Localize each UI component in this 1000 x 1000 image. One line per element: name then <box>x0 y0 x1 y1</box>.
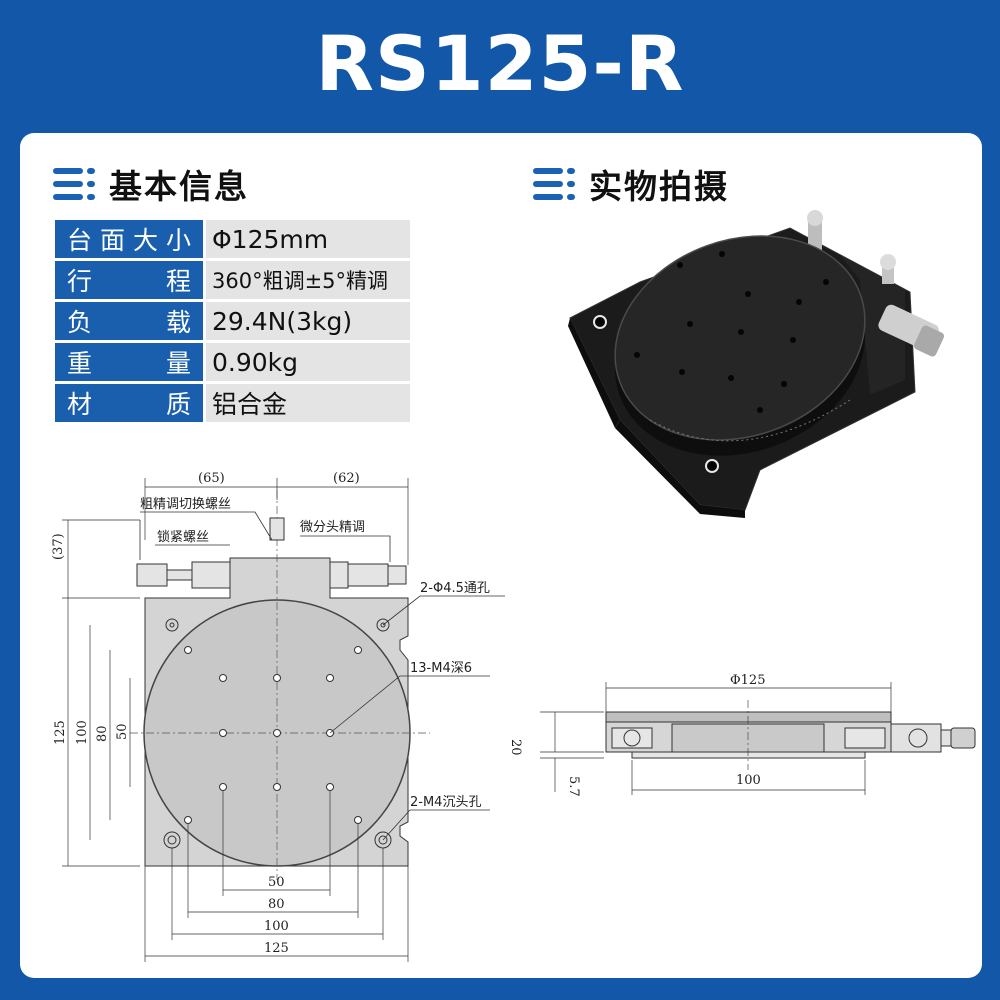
dim-125-vertical: 125 <box>53 720 68 745</box>
spec-key: 材质 <box>55 384 203 422</box>
dim-65: (65) <box>198 471 225 486</box>
label-through-holes: 2-Φ4.5通孔 <box>420 581 490 596</box>
section-photo: 实物拍摄 <box>533 160 729 208</box>
spec-key: 行程 <box>55 261 203 299</box>
spec-row: 材质 铝合金 <box>55 384 410 422</box>
spec-row: 重量 0.90kg <box>55 343 410 381</box>
top-view-drawing <box>62 478 505 962</box>
spec-key: 台面大小 <box>55 220 203 258</box>
spec-value: 29.4N(3kg) <box>203 302 410 340</box>
dim-100-horizontal: 100 <box>264 919 289 934</box>
section-title-basic: 基本信息 <box>109 167 249 206</box>
spec-key: 重量 <box>55 343 203 381</box>
list-icon <box>533 164 575 204</box>
spec-value: 0.90kg <box>203 343 410 381</box>
product-photo <box>568 210 945 518</box>
spec-key: 负载 <box>55 302 203 340</box>
spec-value: Φ125mm <box>203 220 410 258</box>
label-micrometer: 微分头精调 <box>300 520 365 535</box>
page-title: RS125-R <box>315 19 685 108</box>
dim-80-horizontal: 80 <box>268 897 285 912</box>
label-switch-screw: 粗精调切换螺丝 <box>140 497 231 512</box>
dim-50-vertical: 50 <box>115 723 130 740</box>
spec-value: 360°粗调±5°精调 <box>203 261 410 299</box>
side-view-drawing <box>540 682 976 795</box>
spec-row: 行程 360°粗调±5°精调 <box>55 261 410 299</box>
spec-value: 铝合金 <box>203 384 410 422</box>
dim-125-horizontal: 125 <box>264 941 289 956</box>
dim-80-vertical: 80 <box>95 725 110 742</box>
label-lock-screw: 锁紧螺丝 <box>157 529 209 545</box>
spec-row: 台面大小 Φ125mm <box>55 220 410 258</box>
label-m4-holes: 13-M4深6 <box>410 661 472 676</box>
section-title-photo: 实物拍摄 <box>589 167 729 206</box>
dim-62: (62) <box>333 471 360 486</box>
list-icon <box>53 164 95 204</box>
dim-37: (37) <box>51 533 66 560</box>
side-dim-20: 20 <box>508 739 523 756</box>
section-basic-info: 基本信息 <box>53 160 249 208</box>
dim-50-horizontal: 50 <box>268 875 285 890</box>
dim-100-vertical: 100 <box>75 720 90 745</box>
spec-table: 台面大小 Φ125mm 行程 360°粗调±5°精调 负载 29.4N(3kg)… <box>55 217 410 425</box>
side-dim-100: 100 <box>736 773 761 788</box>
spec-row: 负载 29.4N(3kg) <box>55 302 410 340</box>
side-dim-5-7: 5.7 <box>566 776 581 797</box>
side-dim-diameter: Φ125 <box>730 673 765 688</box>
label-counterbore: 2-M4沉头孔 <box>410 795 481 810</box>
